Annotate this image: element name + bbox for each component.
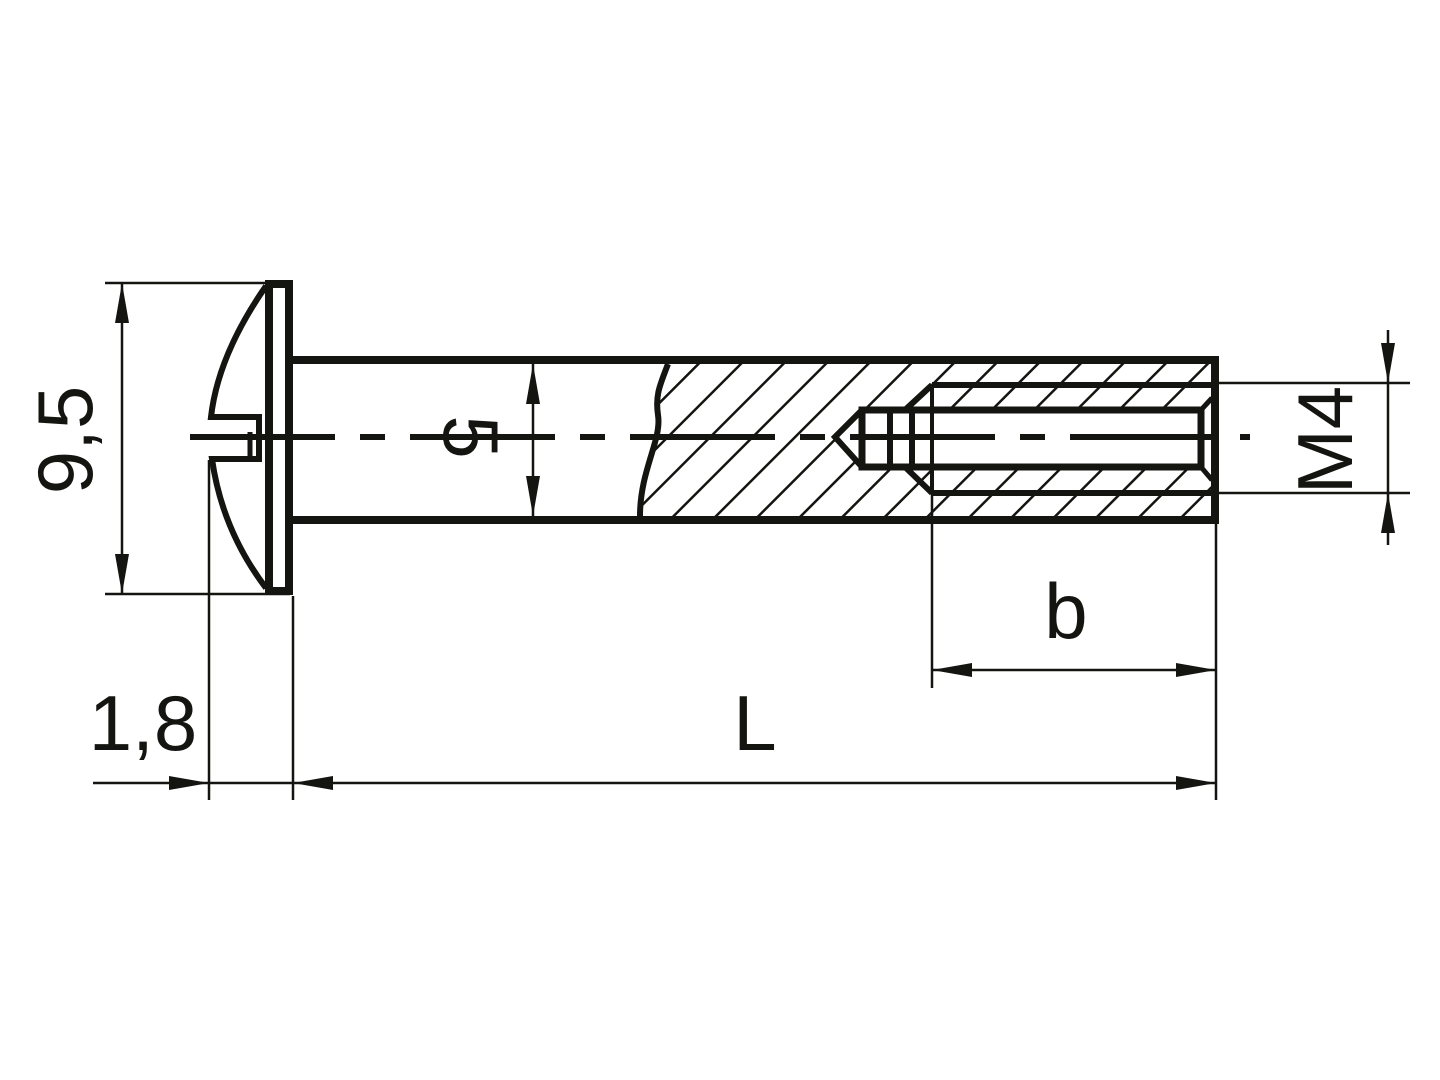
head-diameter-label: 9,5 <box>21 386 109 494</box>
dimension-length <box>291 596 1216 800</box>
section-hatching <box>640 364 1212 516</box>
dimension-head-height <box>93 460 293 800</box>
thread-label: M4 <box>1281 386 1369 494</box>
dimension-thread <box>1216 330 1410 545</box>
dimension-thread-length <box>930 493 1218 800</box>
length-label: L <box>733 679 776 767</box>
dimension-head-diameter <box>105 281 290 596</box>
shank-diameter-label: 5 <box>427 415 515 458</box>
thread-length-label: b <box>1044 567 1087 655</box>
head-height-label: 1,8 <box>89 679 197 767</box>
